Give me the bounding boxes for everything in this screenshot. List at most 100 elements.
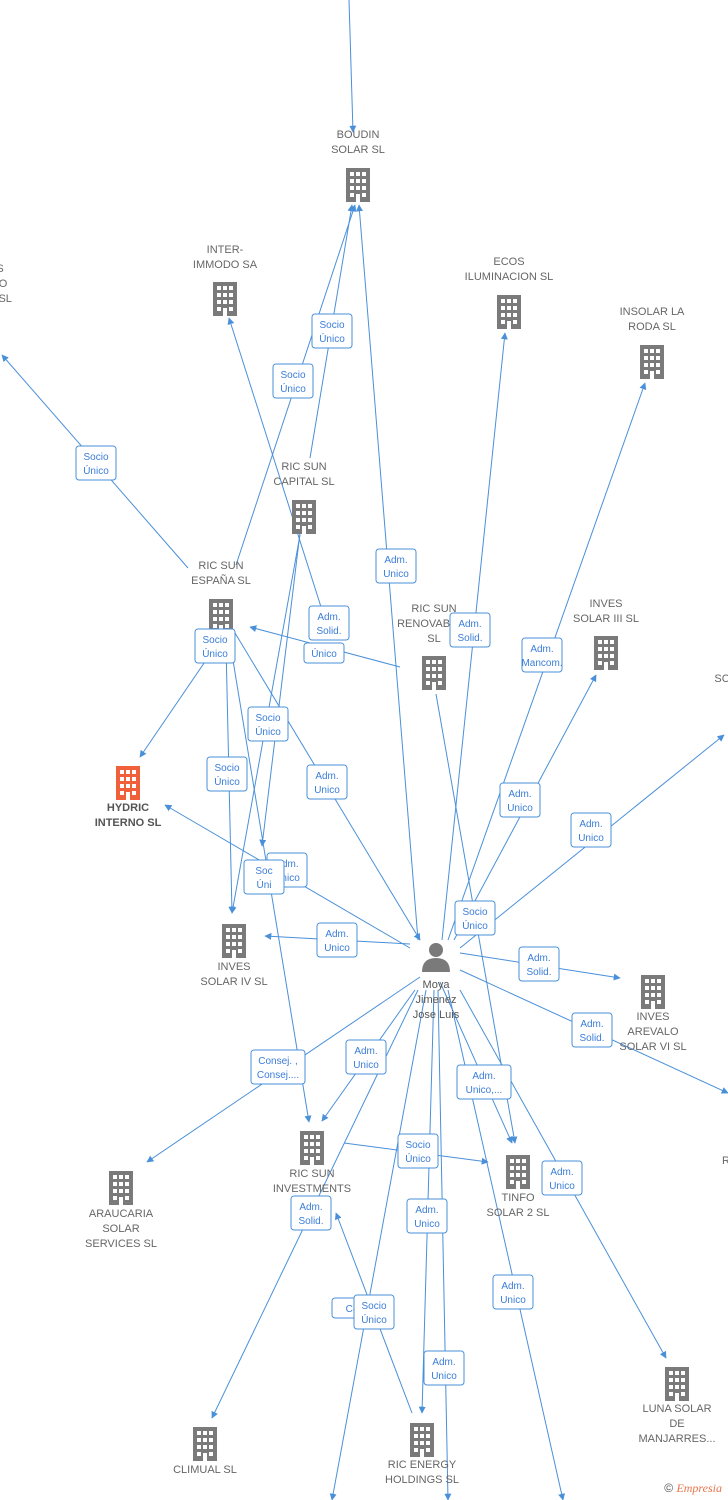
edge-27 <box>329 989 427 1500</box>
company-name: SC <box>714 673 728 685</box>
role-badge-b6[interactable]: Único <box>303 642 345 664</box>
role-badge-b7[interactable]: Adm.Solid. <box>449 612 491 648</box>
role-badge-text: Adm.Unico <box>314 771 340 796</box>
role-badge-b26[interactable]: Adm.Solid. <box>290 1195 332 1231</box>
building-icon <box>641 975 665 1009</box>
role-badge-b14[interactable]: Adm.Unico <box>570 812 612 848</box>
edge-4 <box>227 317 323 611</box>
role-badge-b22[interactable]: Adm.Unico <box>345 1039 387 1075</box>
role-badge-b8[interactable]: Adm.Mancom. <box>521 637 563 673</box>
role-badge-text: Adm.Unico <box>431 1357 457 1382</box>
company-name: CLIMUAL SL <box>173 1464 237 1476</box>
building-icon <box>665 1367 689 1401</box>
building-icon <box>292 500 316 534</box>
role-badge-text: Adm.Unico <box>578 819 604 844</box>
role-badge-text: Adm.Unico <box>324 929 350 954</box>
copyright-symbol: © <box>664 1481 674 1495</box>
role-badge-b27[interactable]: Adm.Unico <box>406 1198 448 1234</box>
role-badge-b28[interactable]: Adm.Unico <box>492 1274 534 1310</box>
building-icon <box>497 295 521 329</box>
role-badge-text: Adm.Solid. <box>298 1202 323 1227</box>
footer-copyright: © Empresia <box>664 1481 722 1496</box>
role-badge-text: Adm.Unico,... <box>466 1071 503 1096</box>
role-badge-b20[interactable]: Adm.Solid. <box>571 1012 613 1048</box>
role-badge-text: Adm.Unico <box>274 859 300 884</box>
person-icon <box>422 943 450 972</box>
building-icon <box>209 599 233 633</box>
role-badge-b19[interactable]: Adm.Solid. <box>518 946 560 982</box>
role-badge-text: Adm.Unico <box>549 1167 575 1192</box>
company-node-rightcut1[interactable]: SC <box>714 673 728 685</box>
edge-32 <box>259 532 301 847</box>
building-icon <box>506 1155 530 1189</box>
company-node-climual[interactable]: CLIMUAL SL <box>173 1427 237 1476</box>
role-badge-text: Único <box>311 647 337 660</box>
building-icon <box>594 636 618 670</box>
role-badge-b23[interactable]: Adm.Unico,... <box>456 1064 512 1100</box>
role-badge-b25[interactable]: Adm.Unico <box>541 1160 583 1196</box>
company-name: R <box>722 1155 728 1167</box>
role-badge-b18[interactable]: Adm.Unico <box>316 922 358 958</box>
role-badge-text: Adm.Unico <box>414 1205 440 1230</box>
role-badge-b31[interactable]: Adm.Unico <box>423 1350 465 1386</box>
company-node-intermodo[interactable]: INTER-IMMODO SA <box>193 244 258 316</box>
company-node-rightcut2[interactable]: R <box>722 1155 728 1167</box>
role-badge-b21[interactable]: Consej. ,Consej.... <box>250 1049 306 1085</box>
role-badge-text: Consej. ,Consej.... <box>257 1056 299 1081</box>
building-icon <box>300 1131 324 1165</box>
role-badge-text: Co <box>346 1304 359 1315</box>
role-badge-text: Adm.Solid. <box>526 953 551 978</box>
role-badge-text: Adm.Solid. <box>316 612 341 637</box>
role-badge-text: Adm.Solid. <box>457 619 482 644</box>
role-badge-b5[interactable]: Adm.Solid. <box>308 605 350 641</box>
role-badge-b4[interactable]: Adm.Unico <box>375 548 417 584</box>
role-badge-text: Adm.Unico <box>507 789 533 814</box>
role-badge-b13[interactable]: Adm.Unico <box>499 782 541 818</box>
role-badge-b12[interactable]: Adm.Unico <box>306 764 348 800</box>
